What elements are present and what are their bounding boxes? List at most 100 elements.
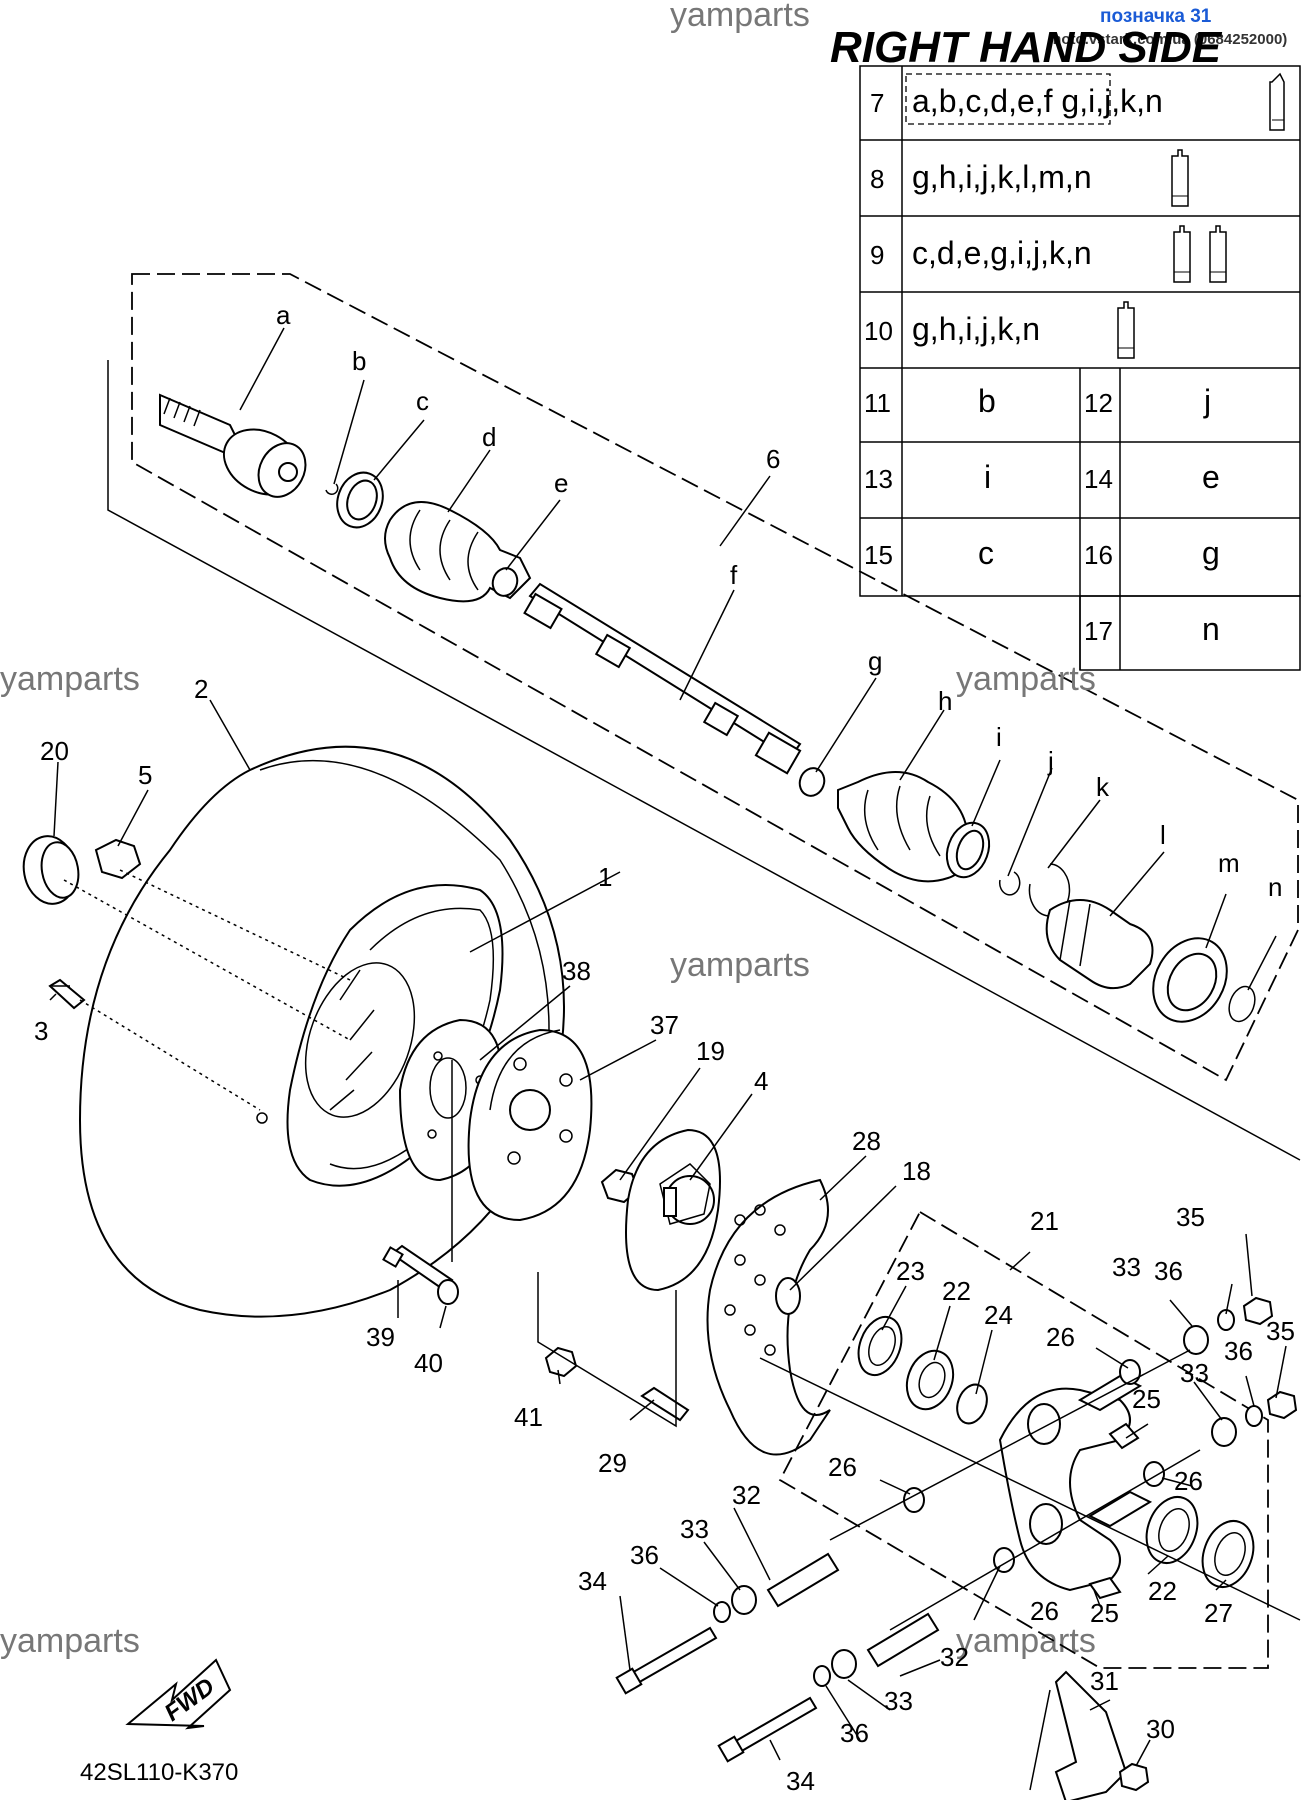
projection-line [119, 869, 351, 981]
grease-tube-icon [1269, 72, 1285, 131]
kit-row-num-8: 8 [870, 164, 884, 194]
axis-line [1029, 1689, 1051, 1791]
watermark-right: yamparts [956, 660, 1096, 698]
page-title: RIGHT HAND SIDE [830, 23, 1223, 72]
label-f: f [730, 560, 738, 590]
drive-shaft-assembly [159, 393, 1256, 1023]
watermark-left: yamparts [0, 660, 140, 698]
label-22b: 22 [1148, 1576, 1177, 1606]
steering-knuckle [998, 1374, 1153, 1592]
collar-32 [866, 1612, 940, 1668]
label-27: 27 [1204, 1598, 1233, 1628]
label-26d: 26 [1030, 1596, 1059, 1626]
washer-33 [1183, 1325, 1209, 1355]
washer-36 [713, 1601, 731, 1623]
label-k: k [1096, 772, 1110, 802]
grease-nipple-25 [1088, 1576, 1122, 1600]
label-n: n [1268, 872, 1282, 902]
bracket-line [537, 1272, 677, 1428]
label-24: 24 [984, 1300, 1013, 1330]
label-34b: 34 [786, 1766, 815, 1796]
kit-num-16: 16 [1084, 540, 1113, 570]
label-20: 20 [40, 736, 69, 766]
label-26c: 26 [828, 1452, 857, 1482]
kit-val-14: e [1202, 459, 1220, 495]
label-6: 6 [766, 444, 780, 474]
label-37: 37 [650, 1010, 679, 1040]
label-1: 1 [598, 862, 612, 892]
driveshaft-group-boundary [131, 273, 1299, 1082]
washer-33 [831, 1649, 857, 1679]
nut-35 [1242, 1296, 1274, 1326]
label-38: 38 [562, 956, 591, 986]
reference-line [107, 360, 1301, 1161]
watermark-bottom-right: yamparts [956, 1622, 1096, 1660]
bolt-34 [615, 1626, 718, 1695]
kit-num-17: 17 [1084, 616, 1113, 646]
bolt-39 [382, 1244, 454, 1292]
watermark-center: yamparts [670, 946, 810, 984]
watermark-bottom-left: yamparts [0, 1622, 140, 1660]
seal-23 [857, 1315, 903, 1377]
kit-row-num-7: 7 [870, 88, 884, 118]
grease-tube-icon [1173, 225, 1191, 283]
axis-line [889, 1449, 1201, 1631]
label-32b: 32 [940, 1642, 969, 1672]
label-41: 41 [514, 1402, 543, 1432]
label-28: 28 [852, 1126, 881, 1156]
kit-num-14: 14 [1084, 464, 1113, 494]
leader-lines [49, 699, 1287, 1767]
label-32: 32 [732, 1480, 761, 1510]
label-34: 34 [578, 1566, 607, 1596]
label-4: 4 [754, 1066, 768, 1096]
washer-36 [813, 1665, 831, 1687]
forward-arrow-icon: FWD [125, 1658, 232, 1730]
knuckle-group-boundary [778, 1210, 1269, 1669]
label-22: 22 [942, 1276, 971, 1306]
nut-35 [1266, 1390, 1298, 1420]
label-3: 3 [34, 1016, 48, 1046]
label-a: a [276, 300, 291, 330]
axis-line [829, 1349, 1191, 1541]
kit-row-value-8: g,h,i,j,k,l,m,n [912, 159, 1092, 195]
label-40: 40 [414, 1348, 443, 1378]
nut-30 [1118, 1762, 1150, 1792]
label-26b: 26 [1174, 1466, 1203, 1496]
projection-line [79, 999, 261, 1111]
washer-33 [731, 1585, 757, 1615]
brake-guard-28 [706, 1178, 831, 1456]
valve-cap-20 [22, 835, 80, 905]
label-33d: 33 [884, 1686, 913, 1716]
washer-36 [1217, 1309, 1235, 1331]
label-39: 39 [366, 1322, 395, 1352]
reference-link[interactable]: позначка 31 [1100, 6, 1212, 27]
kit-val-12: j [1203, 383, 1211, 419]
label-18: 18 [902, 1156, 931, 1186]
label-l: l [1160, 820, 1166, 850]
label-m: m [1218, 848, 1240, 878]
label-h: h [938, 686, 952, 716]
kit-row-value-9: c,d,e,g,i,j,k,n [912, 235, 1092, 271]
label-g: g [868, 646, 882, 676]
label-33: 33 [1112, 1252, 1141, 1282]
label-29: 29 [598, 1448, 627, 1478]
diagram-code: 42SL110-K370 [80, 1759, 238, 1786]
label-i: i [996, 722, 1002, 752]
label-35b: 35 [1266, 1316, 1295, 1346]
label-21: 21 [1030, 1206, 1059, 1236]
label-j: j [1047, 746, 1054, 776]
kit-val-11: b [978, 383, 996, 419]
kit-table: 7 a,b,c,d,e,f g,i,j,k,n 8 g,h,i,j,k,l,m,… [859, 65, 1301, 671]
grease-tube-icon [1117, 301, 1135, 359]
kit-num-13: 13 [864, 464, 893, 494]
label-31: 31 [1090, 1666, 1119, 1696]
label-25b: 25 [1090, 1598, 1119, 1628]
label-33b: 33 [1180, 1358, 1209, 1388]
label-35: 35 [1176, 1202, 1205, 1232]
label-23: 23 [896, 1256, 925, 1286]
kit-num-15: 15 [864, 540, 893, 570]
label-36b: 36 [1224, 1336, 1253, 1366]
collar-32 [766, 1552, 840, 1608]
kit-row-num-9: 9 [870, 240, 884, 270]
kit-val-17: n [1202, 611, 1220, 647]
